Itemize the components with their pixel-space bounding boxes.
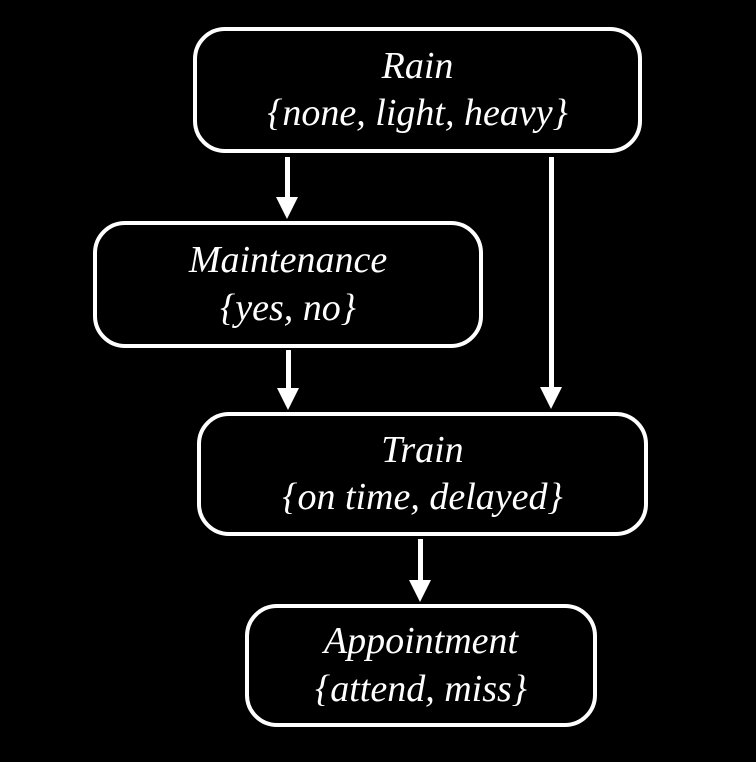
node-maintenance-values: {yes, no}	[220, 286, 356, 329]
arrowhead-down-icon	[276, 197, 298, 219]
node-rain: Rain {none, light, heavy}	[193, 27, 642, 153]
node-rain-values: {none, light, heavy}	[267, 92, 568, 134]
node-appointment-label: Appointment	[323, 620, 519, 662]
node-train-values: {on time, delayed}	[282, 476, 563, 518]
node-appointment-values: {attend, miss}	[315, 667, 527, 710]
edge-rain-to-train	[540, 157, 562, 409]
arrow-shaft	[417, 539, 423, 580]
node-rain-label: Rain	[381, 44, 454, 87]
edge-rain-to-maintenance	[276, 157, 298, 219]
arrow-shaft	[284, 157, 290, 197]
node-maintenance: Maintenance {yes, no}	[93, 221, 483, 348]
node-train-label: Train	[381, 428, 464, 471]
arrow-shaft	[548, 157, 554, 387]
arrow-shaft	[285, 350, 291, 388]
node-appointment: Appointment {attend, miss}	[245, 604, 597, 727]
arrowhead-down-icon	[409, 580, 431, 602]
node-maintenance-label: Maintenance	[188, 239, 388, 281]
node-train: Train {on time, delayed}	[197, 412, 648, 536]
arrowhead-down-icon	[540, 387, 562, 409]
edge-maintenance-to-train	[277, 350, 299, 410]
edge-train-to-appointment	[409, 539, 431, 602]
arrowhead-down-icon	[277, 388, 299, 410]
